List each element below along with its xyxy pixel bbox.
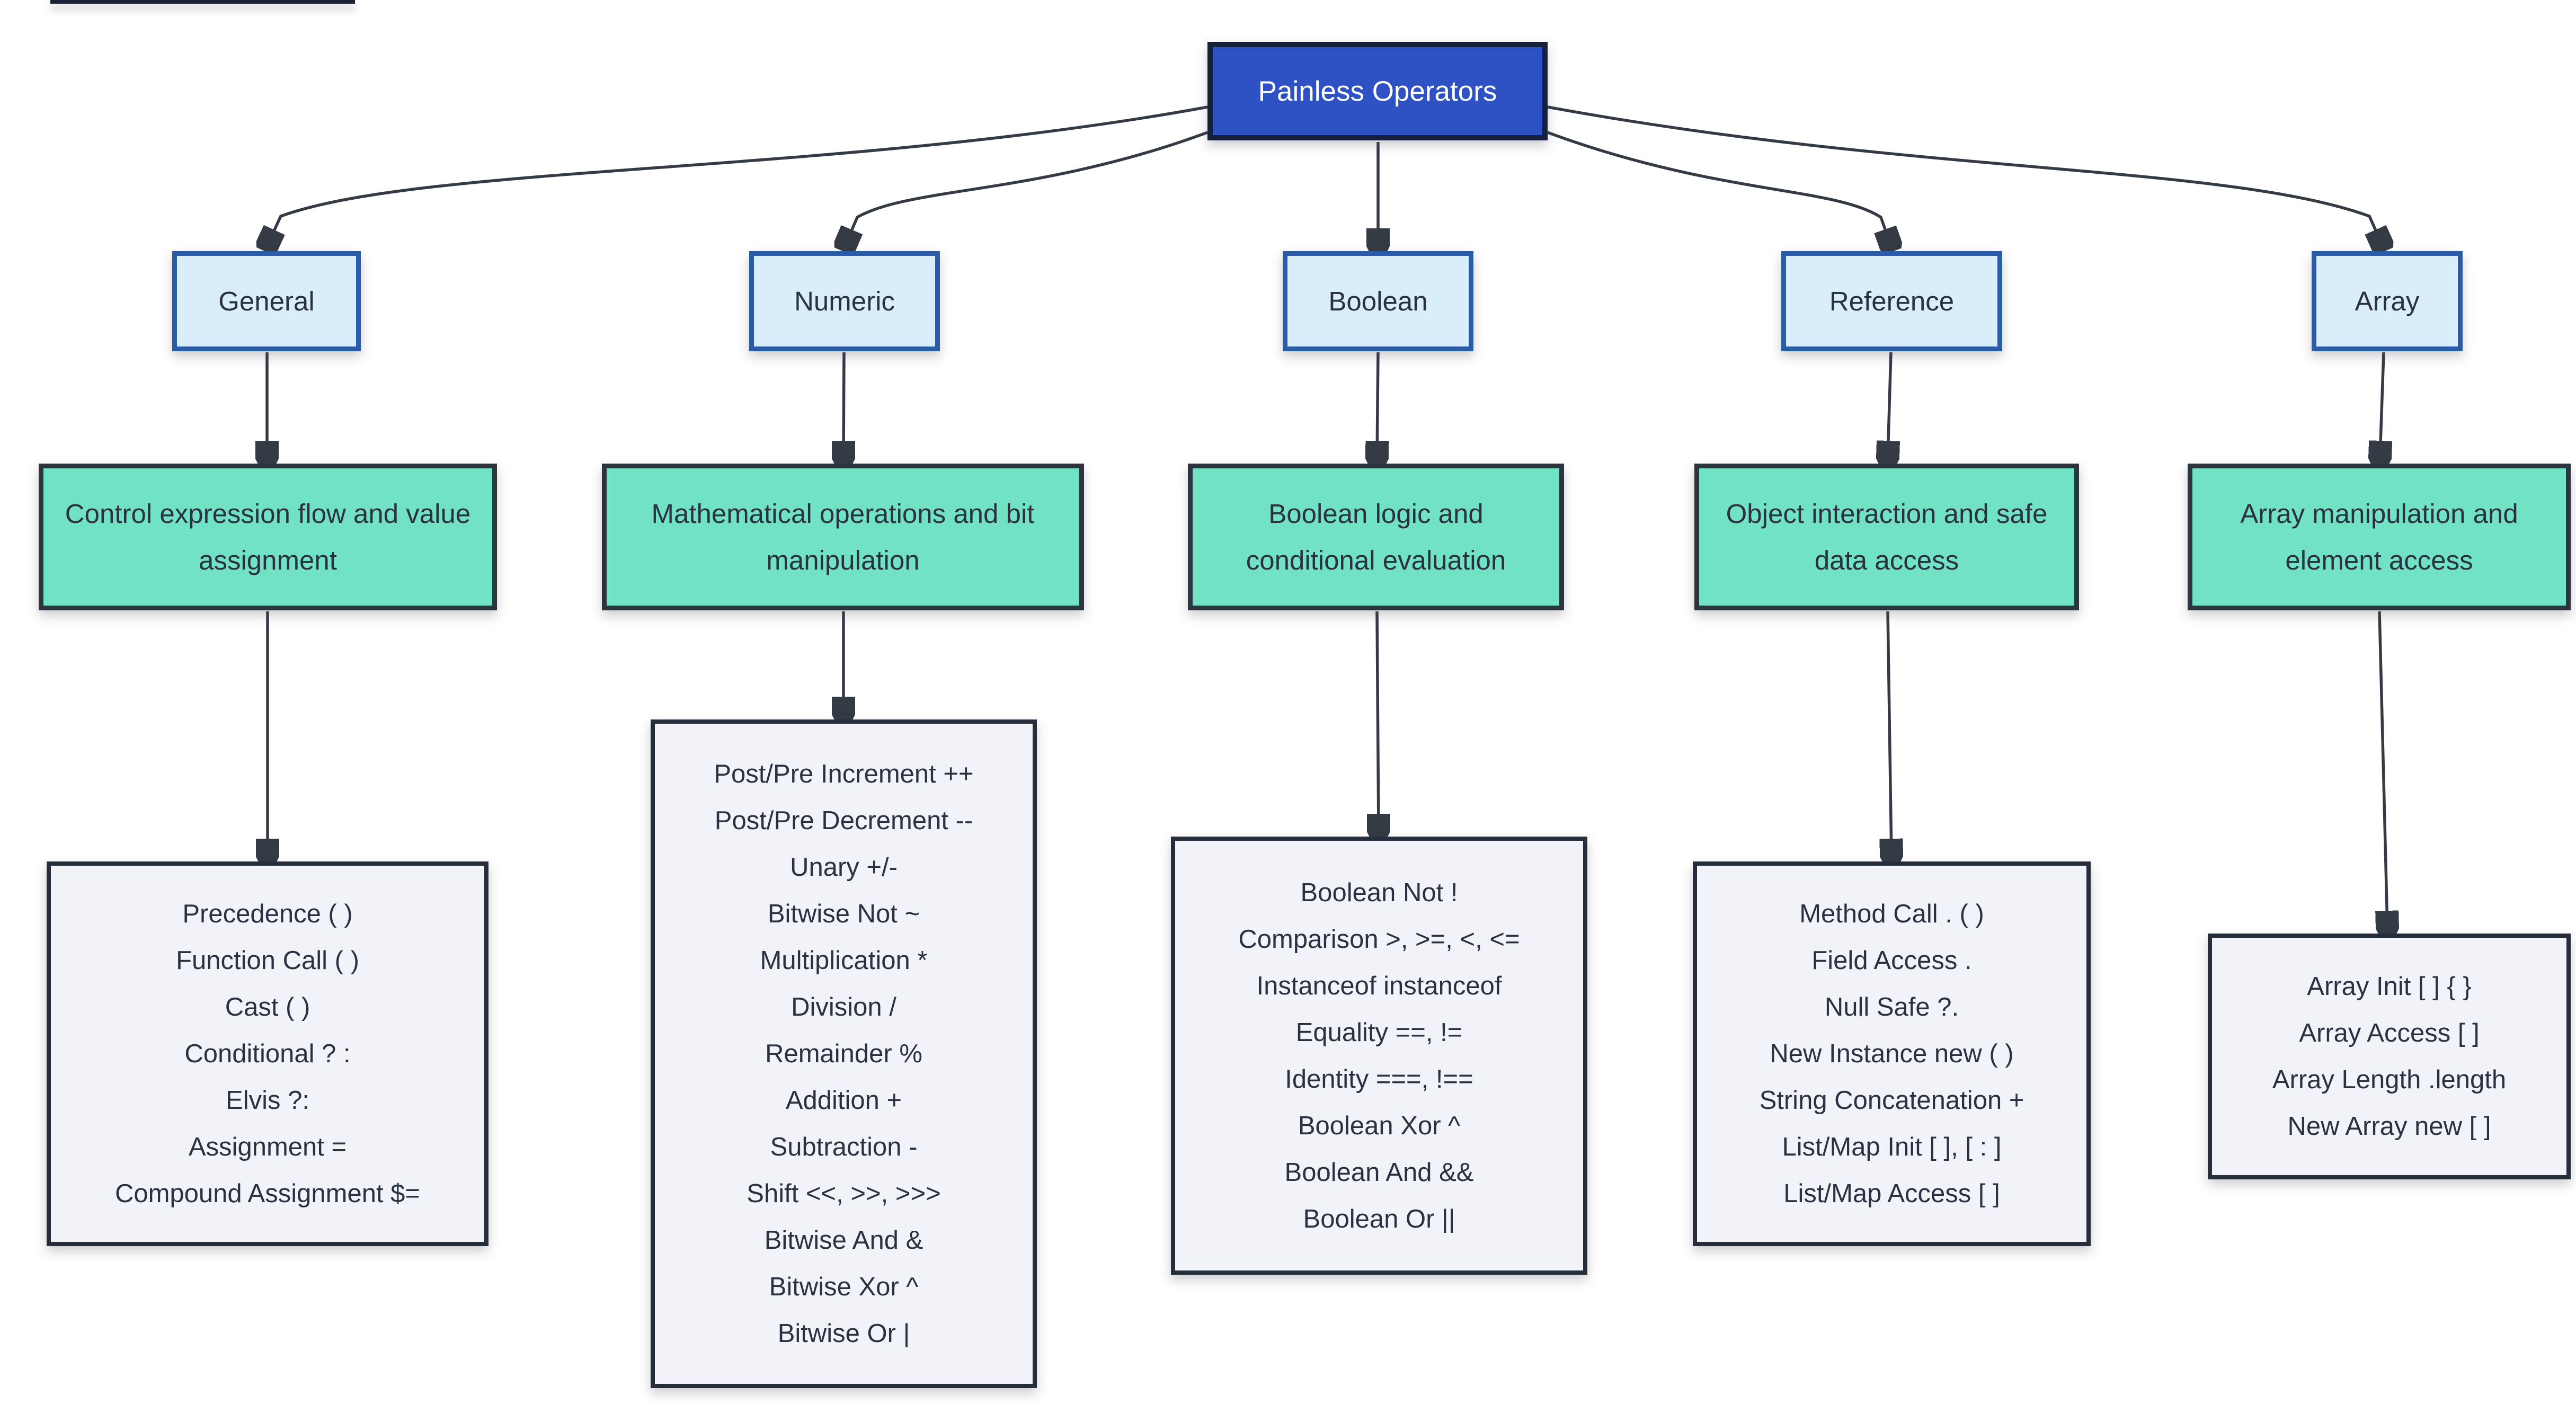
description-box-array: Array manipulation and element access <box>2188 464 2571 610</box>
description-box-numeric: Mathematical operations and bit manipula… <box>602 464 1084 610</box>
operators-box-general: Precedence ( ) Function Call ( ) Cast ( … <box>47 861 488 1246</box>
operator-item: Subtraction - <box>770 1133 918 1161</box>
edge-array-to-desc <box>2380 352 2384 458</box>
clipped-node-artifact <box>50 0 355 4</box>
edge-title-to-general <box>267 105 1208 246</box>
operator-item: Array Access [ ] <box>2299 1019 2480 1047</box>
category-label: Array <box>2355 286 2420 316</box>
category-box-general: General <box>172 251 361 351</box>
description-label: Mathematical operations and bit manipula… <box>651 498 1035 575</box>
category-label: General <box>218 286 315 316</box>
operator-item: Function Call ( ) <box>176 946 359 975</box>
description-box-boolean: Boolean logic and conditional evaluation <box>1188 464 1564 610</box>
operator-item: Boolean Or || <box>1303 1204 1455 1233</box>
operator-item: Remainder % <box>765 1039 922 1068</box>
edge-boolean-to-desc <box>1377 352 1378 458</box>
operator-item: Boolean Not ! <box>1300 878 1458 907</box>
operators-box-boolean: Boolean Not ! Comparison >, >=, <, <= In… <box>1171 837 1587 1275</box>
category-label: Numeric <box>794 286 895 316</box>
category-label: Reference <box>1829 286 1955 316</box>
operators-box-reference: Method Call . ( ) Field Access . Null Sa… <box>1693 861 2091 1246</box>
operator-item: Bitwise Xor ^ <box>769 1273 919 1301</box>
operators-box-array: Array Init [ ] { } Array Access [ ] Arra… <box>2208 934 2571 1179</box>
operator-item: New Array new [ ] <box>2287 1112 2491 1141</box>
edge-desc-to-ops-boolean <box>1377 611 1379 831</box>
operator-item: Compound Assignment $= <box>114 1179 421 1208</box>
category-box-numeric: Numeric <box>749 251 940 351</box>
operator-item: Boolean And && <box>1284 1158 1474 1187</box>
title-label: Painless Operators <box>1258 75 1497 107</box>
operator-item: Identity ===, !== <box>1285 1064 1473 1094</box>
operator-item: Array Init [ ] { } <box>2307 972 2472 1001</box>
operator-item: Precedence ( ) <box>182 900 353 928</box>
operator-item: Shift <<, >>, >>> <box>747 1179 941 1208</box>
operator-item: Bitwise Not ~ <box>767 900 920 928</box>
edge-desc-to-ops-array <box>2379 611 2387 928</box>
operator-item: Multiplication * <box>760 946 928 975</box>
description-label: Boolean logic and conditional evaluation <box>1246 498 1506 575</box>
operator-item: Field Access . <box>1811 946 1972 975</box>
operator-item: Bitwise Or | <box>777 1319 910 1348</box>
edge-title-to-array <box>1547 105 2383 246</box>
operators-box-numeric: Post/Pre Increment ++ Post/Pre Decrement… <box>651 719 1037 1388</box>
category-box-reference: Reference <box>1781 251 2002 351</box>
description-box-reference: Object interaction and safe data access <box>1694 464 2079 610</box>
operator-item: Division / <box>791 993 896 1021</box>
edge-numeric-to-desc <box>843 352 844 458</box>
operator-item: Equality ==, != <box>1295 1018 1463 1047</box>
operator-item: Assignment = <box>188 1133 347 1161</box>
edge-title-to-reference <box>1547 131 1891 246</box>
operator-item: Conditional ? : <box>184 1039 351 1068</box>
operator-item: String Concatenation + <box>1759 1086 2024 1115</box>
operator-item: List/Map Init [ ], [ : ] <box>1782 1133 2002 1161</box>
operator-item: New Instance new ( ) <box>1770 1039 2014 1068</box>
edge-title-to-numeric <box>845 131 1208 246</box>
operator-item: Array Length .length <box>2272 1065 2507 1094</box>
operator-item: Instanceof instanceof <box>1256 971 1502 1000</box>
operator-item: Unary +/- <box>790 853 898 882</box>
operator-item: Null Safe ?. <box>1824 993 1959 1021</box>
edge-reference-to-desc <box>1888 352 1891 458</box>
category-box-boolean: Boolean <box>1283 251 1473 351</box>
operator-item: Cast ( ) <box>225 993 310 1021</box>
description-box-general: Control expression flow and value assign… <box>39 464 497 610</box>
operator-item: Boolean Xor ^ <box>1298 1111 1461 1140</box>
operator-item: Post/Pre Decrement -- <box>714 806 973 835</box>
description-label: Control expression flow and value assign… <box>65 498 471 575</box>
edge-desc-to-ops-reference <box>1888 611 1891 856</box>
operator-item: Bitwise And & <box>764 1226 923 1255</box>
description-label: Array manipulation and element access <box>2240 498 2518 575</box>
operator-item: List/Map Access [ ] <box>1783 1179 2000 1208</box>
description-label: Object interaction and safe data access <box>1726 498 2048 575</box>
category-label: Boolean <box>1328 286 1428 316</box>
category-box-array: Array <box>2312 251 2463 351</box>
title-node: Painless Operators <box>1207 42 1548 140</box>
operator-item: Comparison >, >=, <, <= <box>1238 925 1520 954</box>
operator-item: Addition + <box>785 1086 902 1115</box>
operator-item: Method Call . ( ) <box>1799 900 1984 928</box>
operator-item: Post/Pre Increment ++ <box>714 760 974 788</box>
operator-item: Elvis ?: <box>226 1086 309 1115</box>
